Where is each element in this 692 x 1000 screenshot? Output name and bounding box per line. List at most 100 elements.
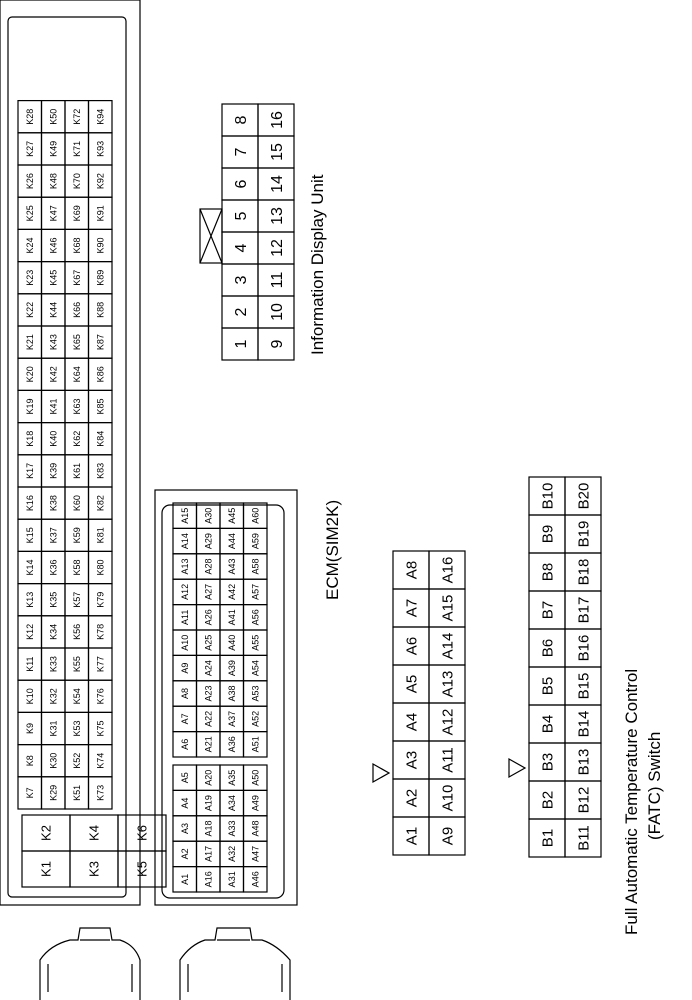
- ecm-k-pin-label: K57: [72, 592, 82, 608]
- ecm-a-pin-label: A26: [203, 609, 213, 625]
- ecm-k-pin-label: K51: [72, 785, 82, 801]
- ecm-a-pin-label: A21: [203, 736, 213, 752]
- fatc-b-connector: B1B2B3B4B5B6B7B8B9B10B11B12B13B14B15B16B…: [508, 476, 602, 858]
- idu-pin-label: 13: [269, 207, 286, 225]
- ecm-a-pin-label: A28: [203, 558, 213, 574]
- ecm-a-pin-cell: [242, 764, 268, 791]
- fatc-a-pin-label: A13: [439, 671, 456, 698]
- fatc-b-pin-label: B18: [575, 559, 592, 586]
- ecm-a-pin-label: A37: [227, 711, 237, 727]
- ecm-k-pin-label: K86: [95, 366, 105, 382]
- ecm-k-pin-label: K49: [48, 141, 58, 157]
- ecm-k-pin-label: K69: [72, 205, 82, 221]
- ecm-k-pin-label: K12: [25, 624, 35, 640]
- idu-label: Information Display Unit: [308, 174, 327, 355]
- ecm-a-pin-label: A39: [227, 660, 237, 676]
- fatc-b-pin-label: B2: [539, 791, 556, 809]
- idu-pin-label: 10: [269, 303, 286, 321]
- ecm-k-large-pin-label: K2: [39, 825, 54, 841]
- ecm-a-pin-label: A10: [180, 635, 190, 651]
- fatc-b-pin-label: B7: [539, 601, 556, 619]
- ecm-k-pin-label: K81: [95, 527, 105, 543]
- ecm-k-pin-label: K90: [95, 237, 105, 253]
- fatc-a-pin-label: A1: [403, 827, 420, 845]
- ecm-k-pin-label: K53: [72, 720, 82, 736]
- fatc-a-pin-label: A11: [439, 747, 456, 773]
- ecm-a-pin-label: A47: [250, 846, 260, 862]
- ecm-k-pin-label: K20: [25, 366, 35, 382]
- ecm-k-pin-label: K47: [48, 205, 58, 221]
- ecm-k-pin-label: K15: [25, 527, 35, 543]
- ecm-a-pin-label: A18: [203, 820, 213, 836]
- ecm-k-large-pin-label: K5: [135, 861, 150, 877]
- ecm-a-pin-label: A20: [203, 770, 213, 786]
- ecm-k-pin-label: K29: [48, 785, 58, 801]
- ecm-a-pin-label: A38: [227, 685, 237, 701]
- ecm-a-pin-cell: [242, 502, 268, 529]
- ecm-k-pin-label: K85: [95, 398, 105, 414]
- ecm-k-pin-label: K43: [48, 334, 58, 350]
- fatc-b-pin-label: B14: [575, 711, 592, 738]
- ecm-a-pin-label: A8: [180, 688, 190, 699]
- ecm-k-pin-label: K7: [25, 787, 35, 798]
- idu-pin-label: 8: [233, 115, 250, 124]
- fatc-a-pin-label: A7: [403, 599, 420, 617]
- idu-pin-label: 3: [233, 275, 250, 284]
- fatc-b-pin-label: B11: [575, 825, 592, 851]
- ecm-a-pin-label: A4: [180, 798, 190, 809]
- fatc-a-pin-label: A9: [439, 827, 456, 845]
- ecm-a-pin-label: A2: [180, 848, 190, 859]
- ecm-a-connector: A1A2A3A4A5A6A7A8A9A10A11A12A13A14A15A16A…: [154, 489, 298, 1000]
- ecm-k-pin-label: K82: [95, 495, 105, 511]
- ecm-k-pin-label: K24: [25, 237, 35, 253]
- ecm-a-pin-label: A27: [203, 584, 213, 600]
- ecm-a-pin-label: A33: [227, 820, 237, 836]
- ecm-a-pin-label: A51: [250, 736, 260, 752]
- fatc-a-key-marker: [372, 762, 391, 784]
- ecm-k-inner-frame: [7, 16, 127, 898]
- ecm-k-pin-label: K72: [72, 109, 82, 125]
- ecm-a-pin-label: A54: [250, 660, 260, 676]
- ecm-k-latch: [39, 927, 141, 1000]
- ecm-k-pin-label: K31: [48, 720, 58, 736]
- fatc-b-pin-cell: [564, 476, 602, 516]
- ecm-k-pin-label: K13: [25, 592, 35, 608]
- idu-key: [199, 208, 223, 264]
- ecm-a-pin-label: A43: [227, 558, 237, 574]
- fatc-b-pin-label: B6: [539, 639, 556, 657]
- ecm-a-pin-label: A44: [227, 533, 237, 549]
- ecm-a-pin-label: A16: [203, 871, 213, 887]
- idu-pin-label: 1: [233, 339, 250, 348]
- ecm-a-pin-label: A60: [250, 508, 260, 524]
- ecm-k-pin-label: K22: [25, 302, 35, 318]
- ecm-a-pin-label: A30: [203, 508, 213, 524]
- fatc-a-pin-label: A8: [403, 561, 420, 579]
- ecm-a-pin-label: A42: [227, 584, 237, 600]
- ecm-k-pin-label: K45: [48, 270, 58, 286]
- ecm-a-pin-label: A14: [180, 533, 190, 549]
- ecm-k-pin-label: K44: [48, 302, 58, 318]
- ecm-k-pin-label: K75: [95, 720, 105, 736]
- ecm-k-pin-label: K56: [72, 624, 82, 640]
- ecm-k-pin-label: K36: [48, 559, 58, 575]
- ecm-a-pin-label: A22: [203, 711, 213, 727]
- fatc-b-pin-label: B13: [575, 749, 592, 776]
- ecm-k-pin-label: K60: [72, 495, 82, 511]
- ecm-a-pin-label: A59: [250, 533, 260, 549]
- ecm-a-pin-label: A40: [227, 635, 237, 651]
- fatc-b-pin-label: B16: [575, 635, 592, 662]
- ecm-k-pin-label: K10: [25, 688, 35, 704]
- ecm-a-pin-label: A41: [227, 609, 237, 625]
- ecm-a-pin-grid: A1A2A3A4A5A6A7A8A9A10A11A12A13A14A15A16A…: [172, 502, 268, 893]
- ecm-k-pin-label: K59: [72, 527, 82, 543]
- idu-pin-label: 7: [233, 147, 250, 156]
- ecm-k-pin-label: K39: [48, 463, 58, 479]
- ecm-k-pin-label: K55: [72, 656, 82, 672]
- fatc-b-pin-label: B8: [539, 563, 556, 581]
- ecm-k-pin-label: K76: [95, 688, 105, 704]
- ecm-k-pin-label: K19: [25, 398, 35, 414]
- ecm-a-pin-label: A9: [180, 663, 190, 674]
